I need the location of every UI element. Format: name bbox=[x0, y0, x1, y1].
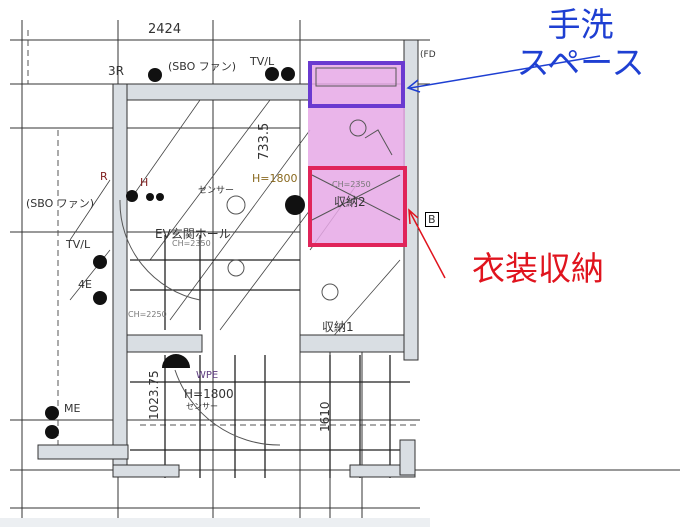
label-ch2350-storage: CH=2350 bbox=[332, 180, 371, 189]
label-wpe: WPE bbox=[196, 370, 219, 381]
electrical-symbols bbox=[45, 67, 305, 439]
label-r: R bbox=[100, 170, 108, 183]
label-sbo-fan-top: (SBO ファン) bbox=[168, 60, 237, 73]
dim-top: 2424 bbox=[148, 22, 182, 37]
handwash-line2: スペース bbox=[516, 43, 645, 82]
handwash-arrowhead bbox=[406, 79, 421, 93]
closet-storage-annotation: 衣装収納 bbox=[472, 249, 604, 288]
closet-arrow bbox=[409, 211, 446, 279]
handwash-line1: 手洗 bbox=[547, 5, 614, 44]
tile-grid bbox=[130, 235, 410, 478]
label-storage2: 収納2 bbox=[334, 195, 366, 209]
label-sensor-bottom: センサー bbox=[186, 402, 218, 411]
label-me: ME bbox=[64, 402, 81, 415]
label-3r: 3R bbox=[108, 64, 124, 78]
label-h1800-bottom: H=1800 bbox=[184, 387, 234, 401]
bottom-strip bbox=[0, 518, 430, 527]
handwash-highlight-box bbox=[308, 61, 405, 108]
handwash-space-annotation: 手洗 スペース bbox=[498, 6, 663, 82]
label-ch2350-hall: CH=2350 bbox=[172, 239, 211, 248]
dashed-lines bbox=[27, 30, 420, 450]
closet-highlight-box bbox=[308, 166, 407, 247]
fixtures bbox=[119, 67, 401, 446]
dim-1023-75: 1023.75 bbox=[147, 370, 161, 420]
label-4e: 4E bbox=[78, 278, 92, 291]
label-h: H bbox=[140, 176, 149, 189]
label-sensor-top: センサー bbox=[198, 186, 235, 196]
handwash-arrow bbox=[409, 55, 601, 89]
label-fd: (FD bbox=[420, 50, 436, 60]
dim-1610: 1610 bbox=[318, 401, 332, 432]
label-sbo-fan-left: (SBO ファン) bbox=[26, 197, 95, 210]
closet-arrowhead bbox=[408, 208, 419, 225]
dim-733-5: 733.5 bbox=[257, 122, 272, 160]
label-entrance-hall: EV玄関ホール bbox=[155, 227, 231, 241]
label-storage1: 収納1 bbox=[322, 320, 354, 334]
label-h1800-top: H=1800 bbox=[252, 172, 298, 185]
label-ch2250: CH=2250 bbox=[128, 310, 167, 319]
label-tvl-top: TV/L bbox=[250, 55, 275, 68]
label-b: B bbox=[425, 212, 439, 227]
label-tvl-left: TV/L bbox=[66, 238, 91, 251]
